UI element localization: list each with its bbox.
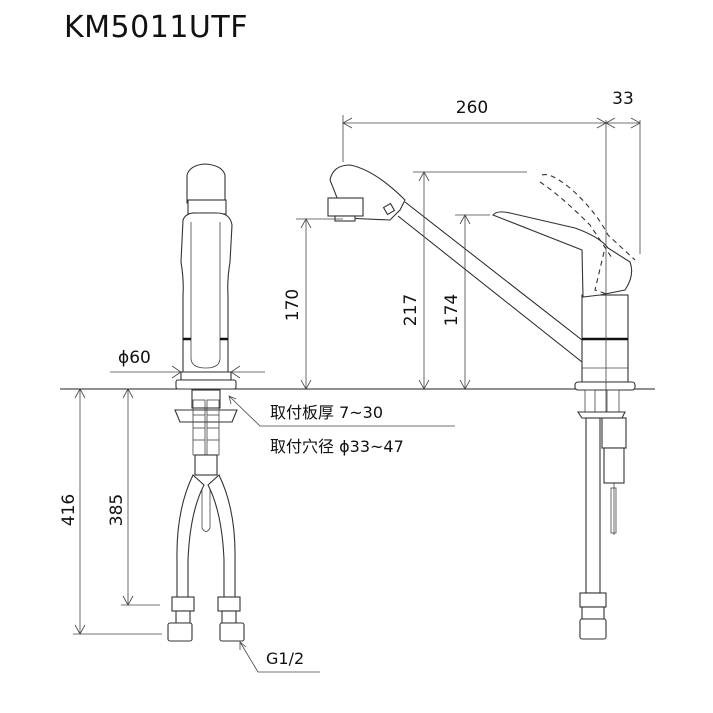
note-mounting-thickness: 取付板厚 7~30 bbox=[270, 403, 383, 422]
dim-spout-reach: 260 bbox=[456, 98, 488, 118]
side-view: 260 33 170 217 174 bbox=[283, 89, 641, 640]
dim-base-diameter: ϕ60 bbox=[118, 348, 151, 368]
dim-total-below: 416 bbox=[59, 494, 79, 526]
dim-hose-length: 385 bbox=[107, 494, 127, 526]
note-mounting-hole: 取付穴径 ϕ33~47 bbox=[270, 437, 404, 456]
dim-spout-height: 170 bbox=[283, 289, 303, 321]
model-title: KM5011UTF bbox=[64, 10, 248, 45]
dim-handle-top-height: 217 bbox=[401, 294, 421, 326]
dim-handle-offset: 33 bbox=[612, 89, 634, 109]
note-thread: G1/2 bbox=[266, 649, 304, 668]
dim-lever-height: 174 bbox=[442, 294, 462, 326]
front-view: ϕ60 416 385 取付板厚 7~ bbox=[59, 163, 455, 673]
